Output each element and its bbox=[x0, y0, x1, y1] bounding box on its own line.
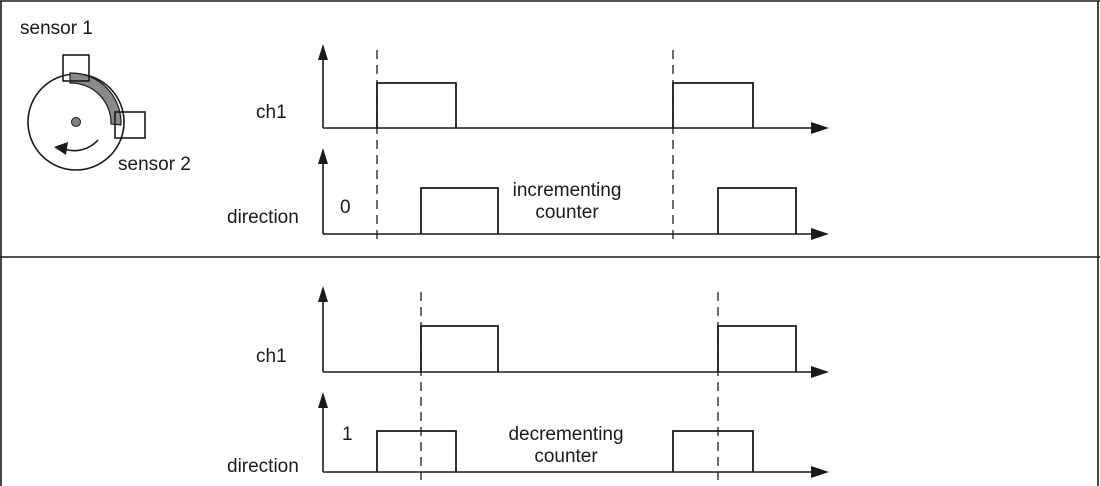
bottom-ch1-label: ch1 bbox=[256, 346, 287, 367]
sensor2-label: sensor 2 bbox=[118, 154, 191, 175]
bottom-ch1-x-arrowhead bbox=[811, 366, 829, 378]
top-note-line1: incrementing bbox=[513, 180, 622, 201]
bottom-dir-pulse-1 bbox=[376, 430, 457, 472]
top-dir-pulse-1 bbox=[420, 187, 499, 234]
bottom-note-line2: counter bbox=[534, 446, 598, 467]
top-ch1-x-arrowhead bbox=[811, 122, 829, 134]
top-ch1-pulse-2 bbox=[672, 82, 754, 128]
bottom-ch1-pulse-2 bbox=[717, 325, 797, 372]
top-ch1-label: ch1 bbox=[256, 102, 287, 123]
bottom-panel: ch1 direction 1 decrementing counter bbox=[227, 286, 829, 480]
bottom-ch1-y-arrowhead bbox=[318, 286, 328, 302]
top-note-line2: counter bbox=[535, 202, 599, 223]
bottom-dir-x-arrowhead bbox=[811, 466, 829, 478]
sensor1-label: sensor 1 bbox=[20, 18, 93, 39]
rotation-arrow-curve bbox=[63, 139, 99, 152]
top-ch1-pulse-1 bbox=[376, 82, 457, 128]
bottom-note-line1: decrementing bbox=[508, 424, 623, 445]
wheel-hub bbox=[71, 117, 81, 127]
bottom-direction-value: 1 bbox=[342, 424, 353, 445]
bottom-dir-y-arrowhead bbox=[318, 392, 328, 408]
bottom-direction-label: direction bbox=[227, 456, 299, 477]
sensor1-box bbox=[62, 54, 90, 82]
magnet-track bbox=[69, 72, 122, 126]
top-dir-y-arrowhead bbox=[318, 148, 328, 164]
sensor2-box bbox=[114, 111, 146, 139]
top-direction-value: 0 bbox=[340, 197, 351, 218]
top-direction-label: direction bbox=[227, 207, 299, 228]
top-panel: ch1 direction 0 incrementing counter bbox=[227, 44, 829, 240]
top-dir-pulse-2 bbox=[717, 187, 797, 234]
top-dir-x-arrowhead bbox=[811, 228, 829, 240]
bottom-ch1-pulse-1 bbox=[420, 325, 499, 372]
rotation-arrowhead bbox=[54, 142, 68, 155]
top-ch1-y-arrowhead bbox=[318, 44, 328, 60]
bottom-dir-pulse-2 bbox=[672, 430, 754, 472]
encoder-wheel-illustration: sensor 1 sensor 2 bbox=[20, 18, 191, 175]
